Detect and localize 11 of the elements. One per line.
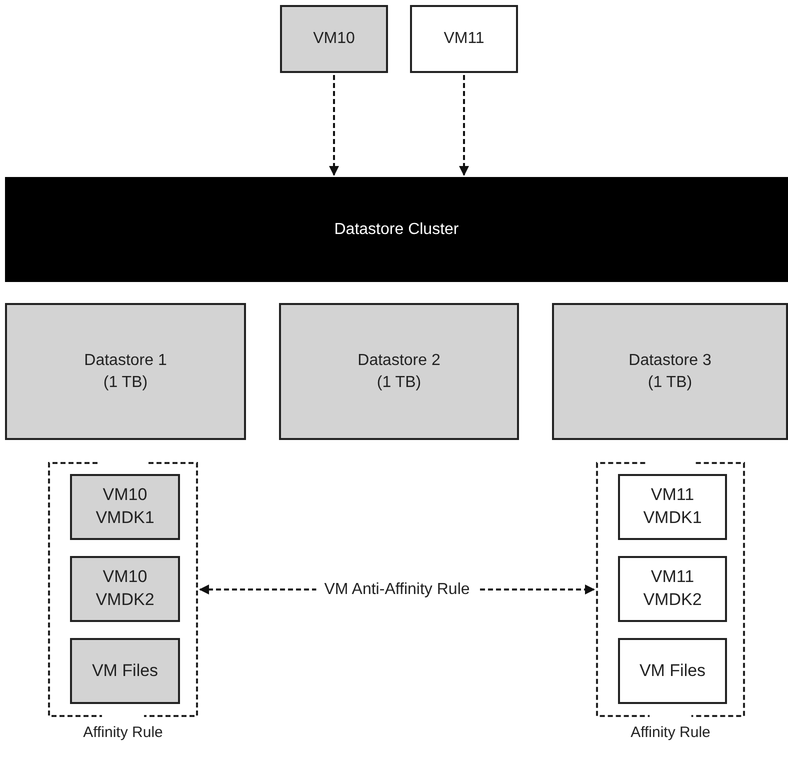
arrow [329,75,339,176]
vm-box: VM10 [280,5,388,73]
group-caption: Affinity Rule [630,723,712,743]
datastore-box: Datastore 2 (1 TB) [279,303,519,440]
datastore-box: Datastore 3 (1 TB) [552,303,788,440]
vm-box: VM11 [410,5,518,73]
datastore-box: Datastore 1 (1 TB) [5,303,246,440]
group-caption: Affinity Rule [82,723,164,743]
edge-label: VM Anti-Affinity Rule [316,580,478,598]
cluster-bar: Datastore Cluster [5,177,788,282]
arrow [459,75,469,176]
